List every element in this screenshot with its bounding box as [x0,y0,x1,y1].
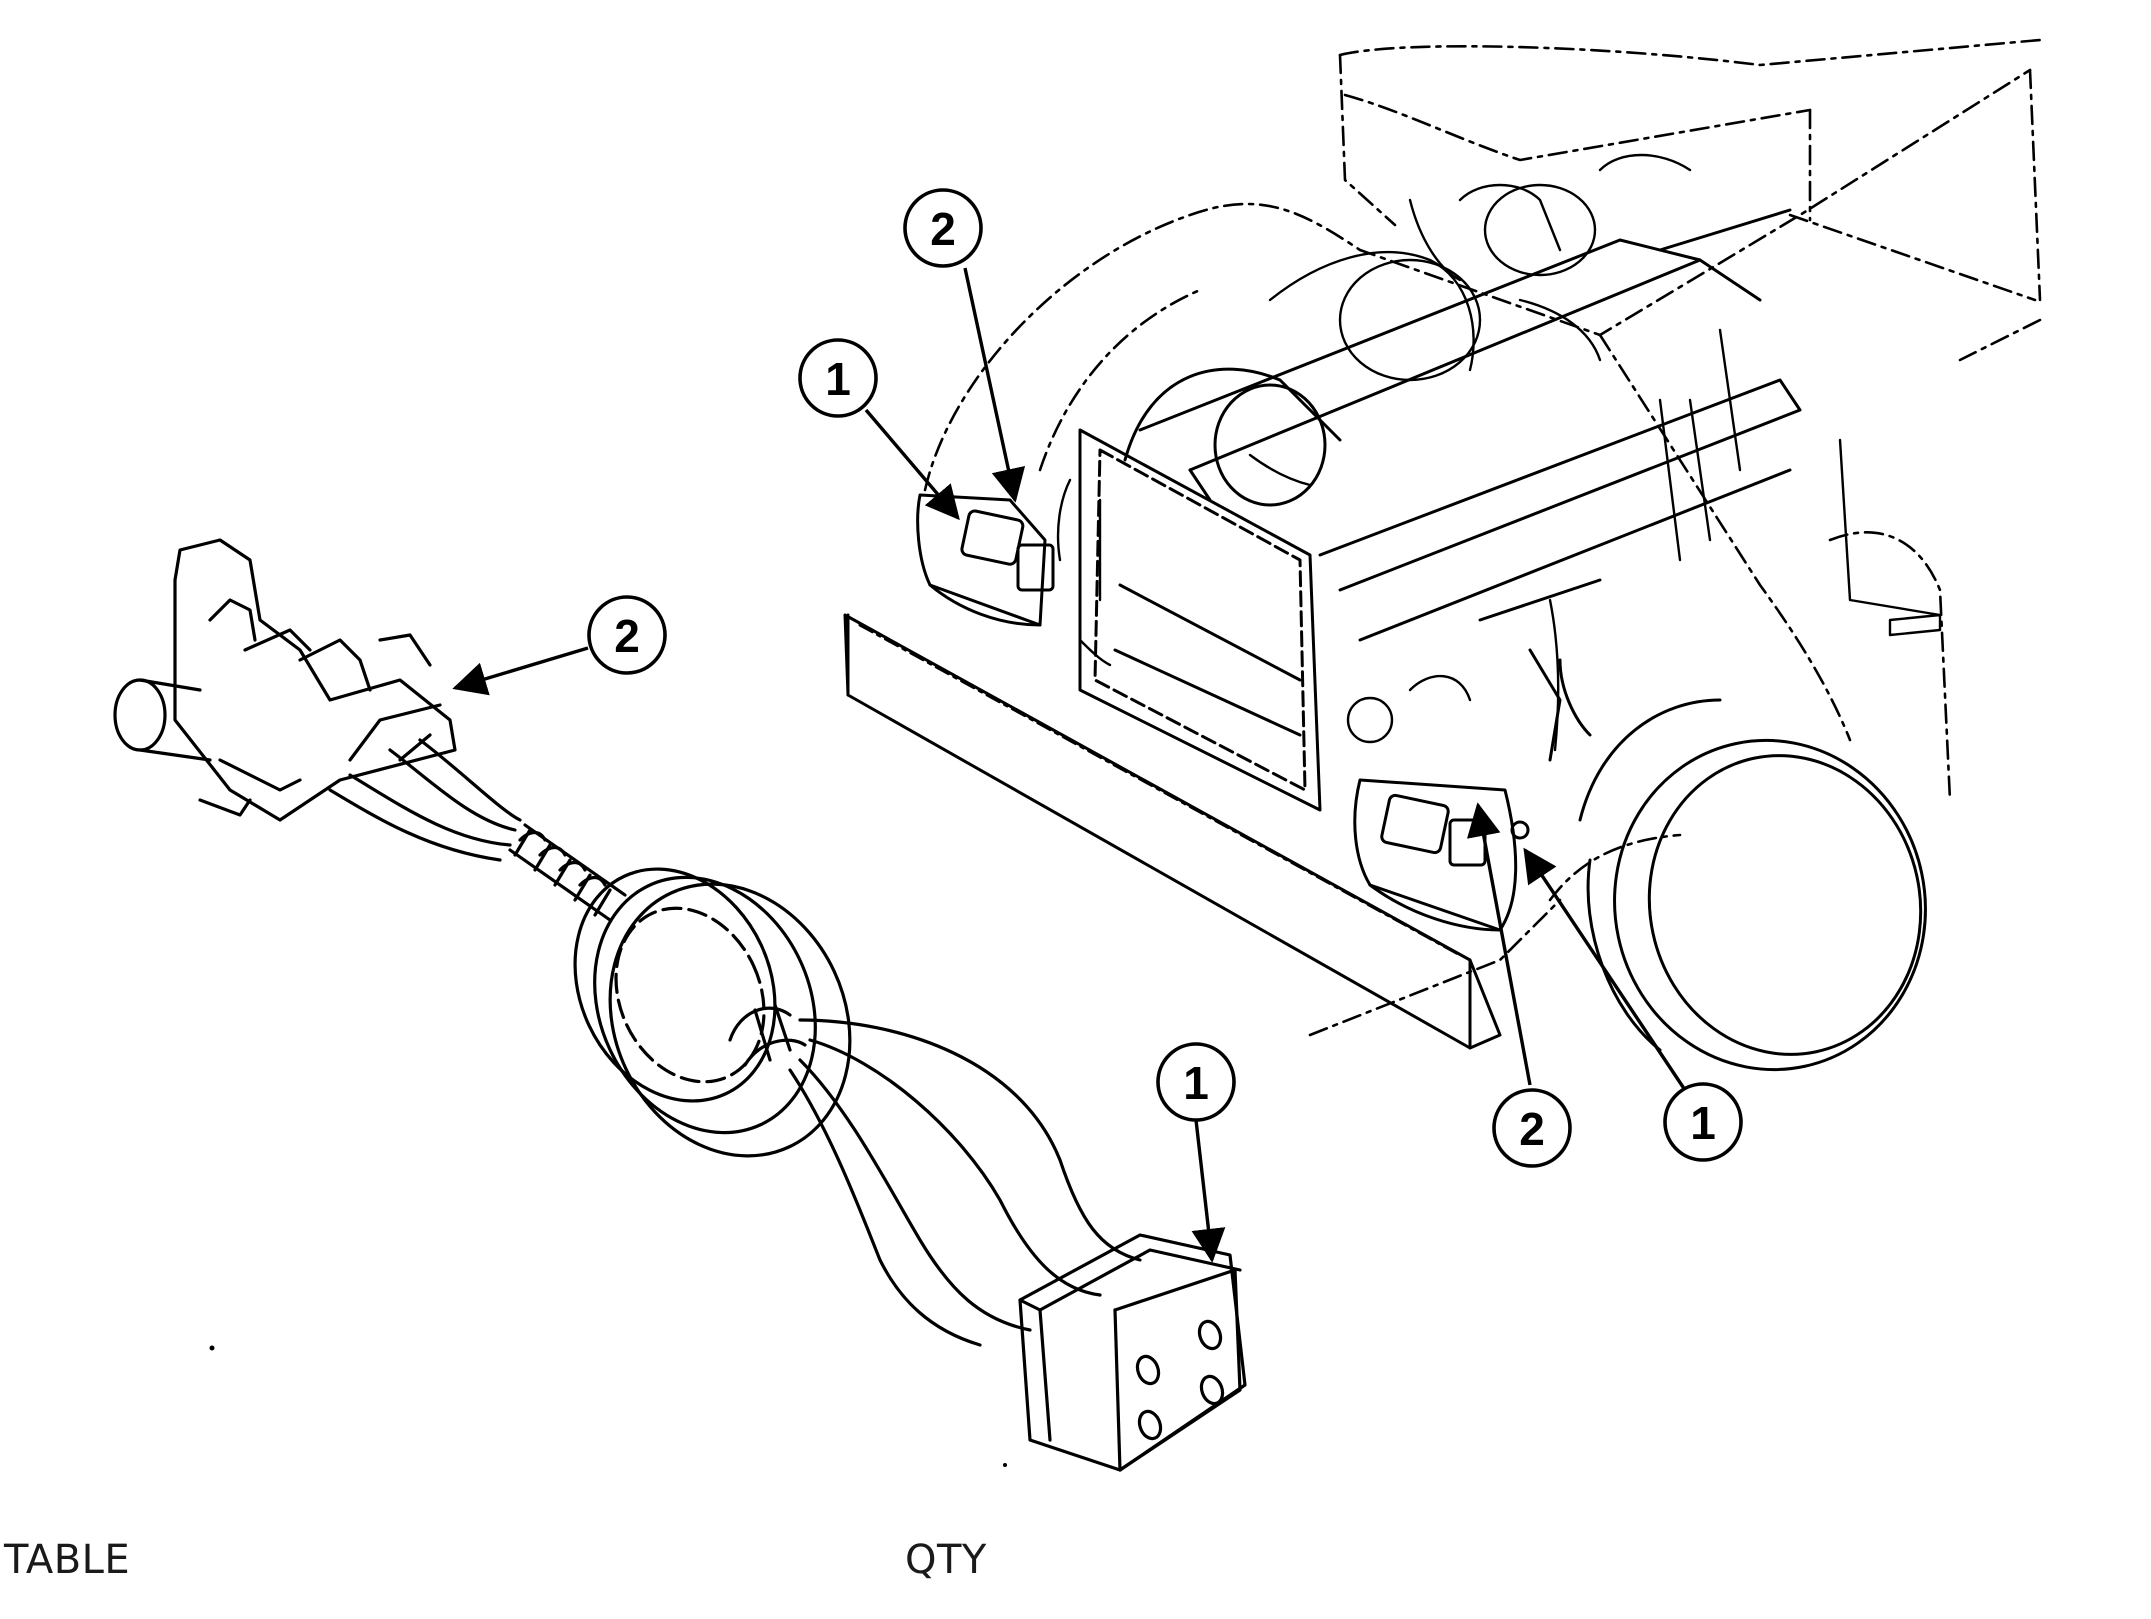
harness-connector-detail [113,538,1247,1472]
plug-wires [788,1018,1142,1347]
left-headlamp-housing [916,493,1055,627]
leader-left-connector [963,267,1026,503]
table-label: TABLE [4,1537,131,1583]
callout-number: 2 [930,203,956,255]
callout-number: 1 [825,353,851,405]
callout-plug-detail: 1 [1156,1042,1236,1122]
stray-dot [209,1345,215,1351]
callout-bubbles: 2 1 1 2 2 1 [587,188,1743,1168]
right-headlamp-housing [1353,778,1530,932]
rubber-grommet [573,867,852,1158]
callout-connector-detail: 2 [587,595,667,675]
leader-right-connector [1466,802,1532,1086]
hood-phantom-outline [923,38,2042,1037]
leader-left-housing [864,408,960,521]
frame-rails [1138,208,1802,762]
front-bumper [843,613,1502,1050]
callout-number: 2 [1519,1103,1545,1155]
callout-number: 1 [1183,1057,1209,1109]
engine-and-wiring [1056,153,1942,752]
callout-leaders [452,267,1687,1263]
leader-right-housing [1523,847,1687,1091]
connector-wires [328,738,522,862]
corrugated-sleeve [508,823,627,922]
short-sleeve [728,1003,807,1067]
vehicle-front-view [843,38,2042,1072]
leader-connector-detail [452,646,589,696]
four-pin-plug [1018,1233,1247,1472]
callout-left-connector: 2 [903,188,983,268]
lamp-connector [113,538,457,822]
qty-label: QTY [905,1537,987,1583]
stray-dot [1003,1463,1007,1467]
callout-left-housing: 1 [798,338,878,418]
front-tire [1578,698,1927,1072]
callout-number: 2 [614,610,640,662]
callout-number: 1 [1690,1097,1716,1149]
callout-right-connector: 2 [1492,1088,1572,1168]
radiator-assembly [1078,367,1342,812]
leader-plug-detail [1191,1119,1226,1263]
callout-right-housing: 1 [1663,1082,1743,1162]
